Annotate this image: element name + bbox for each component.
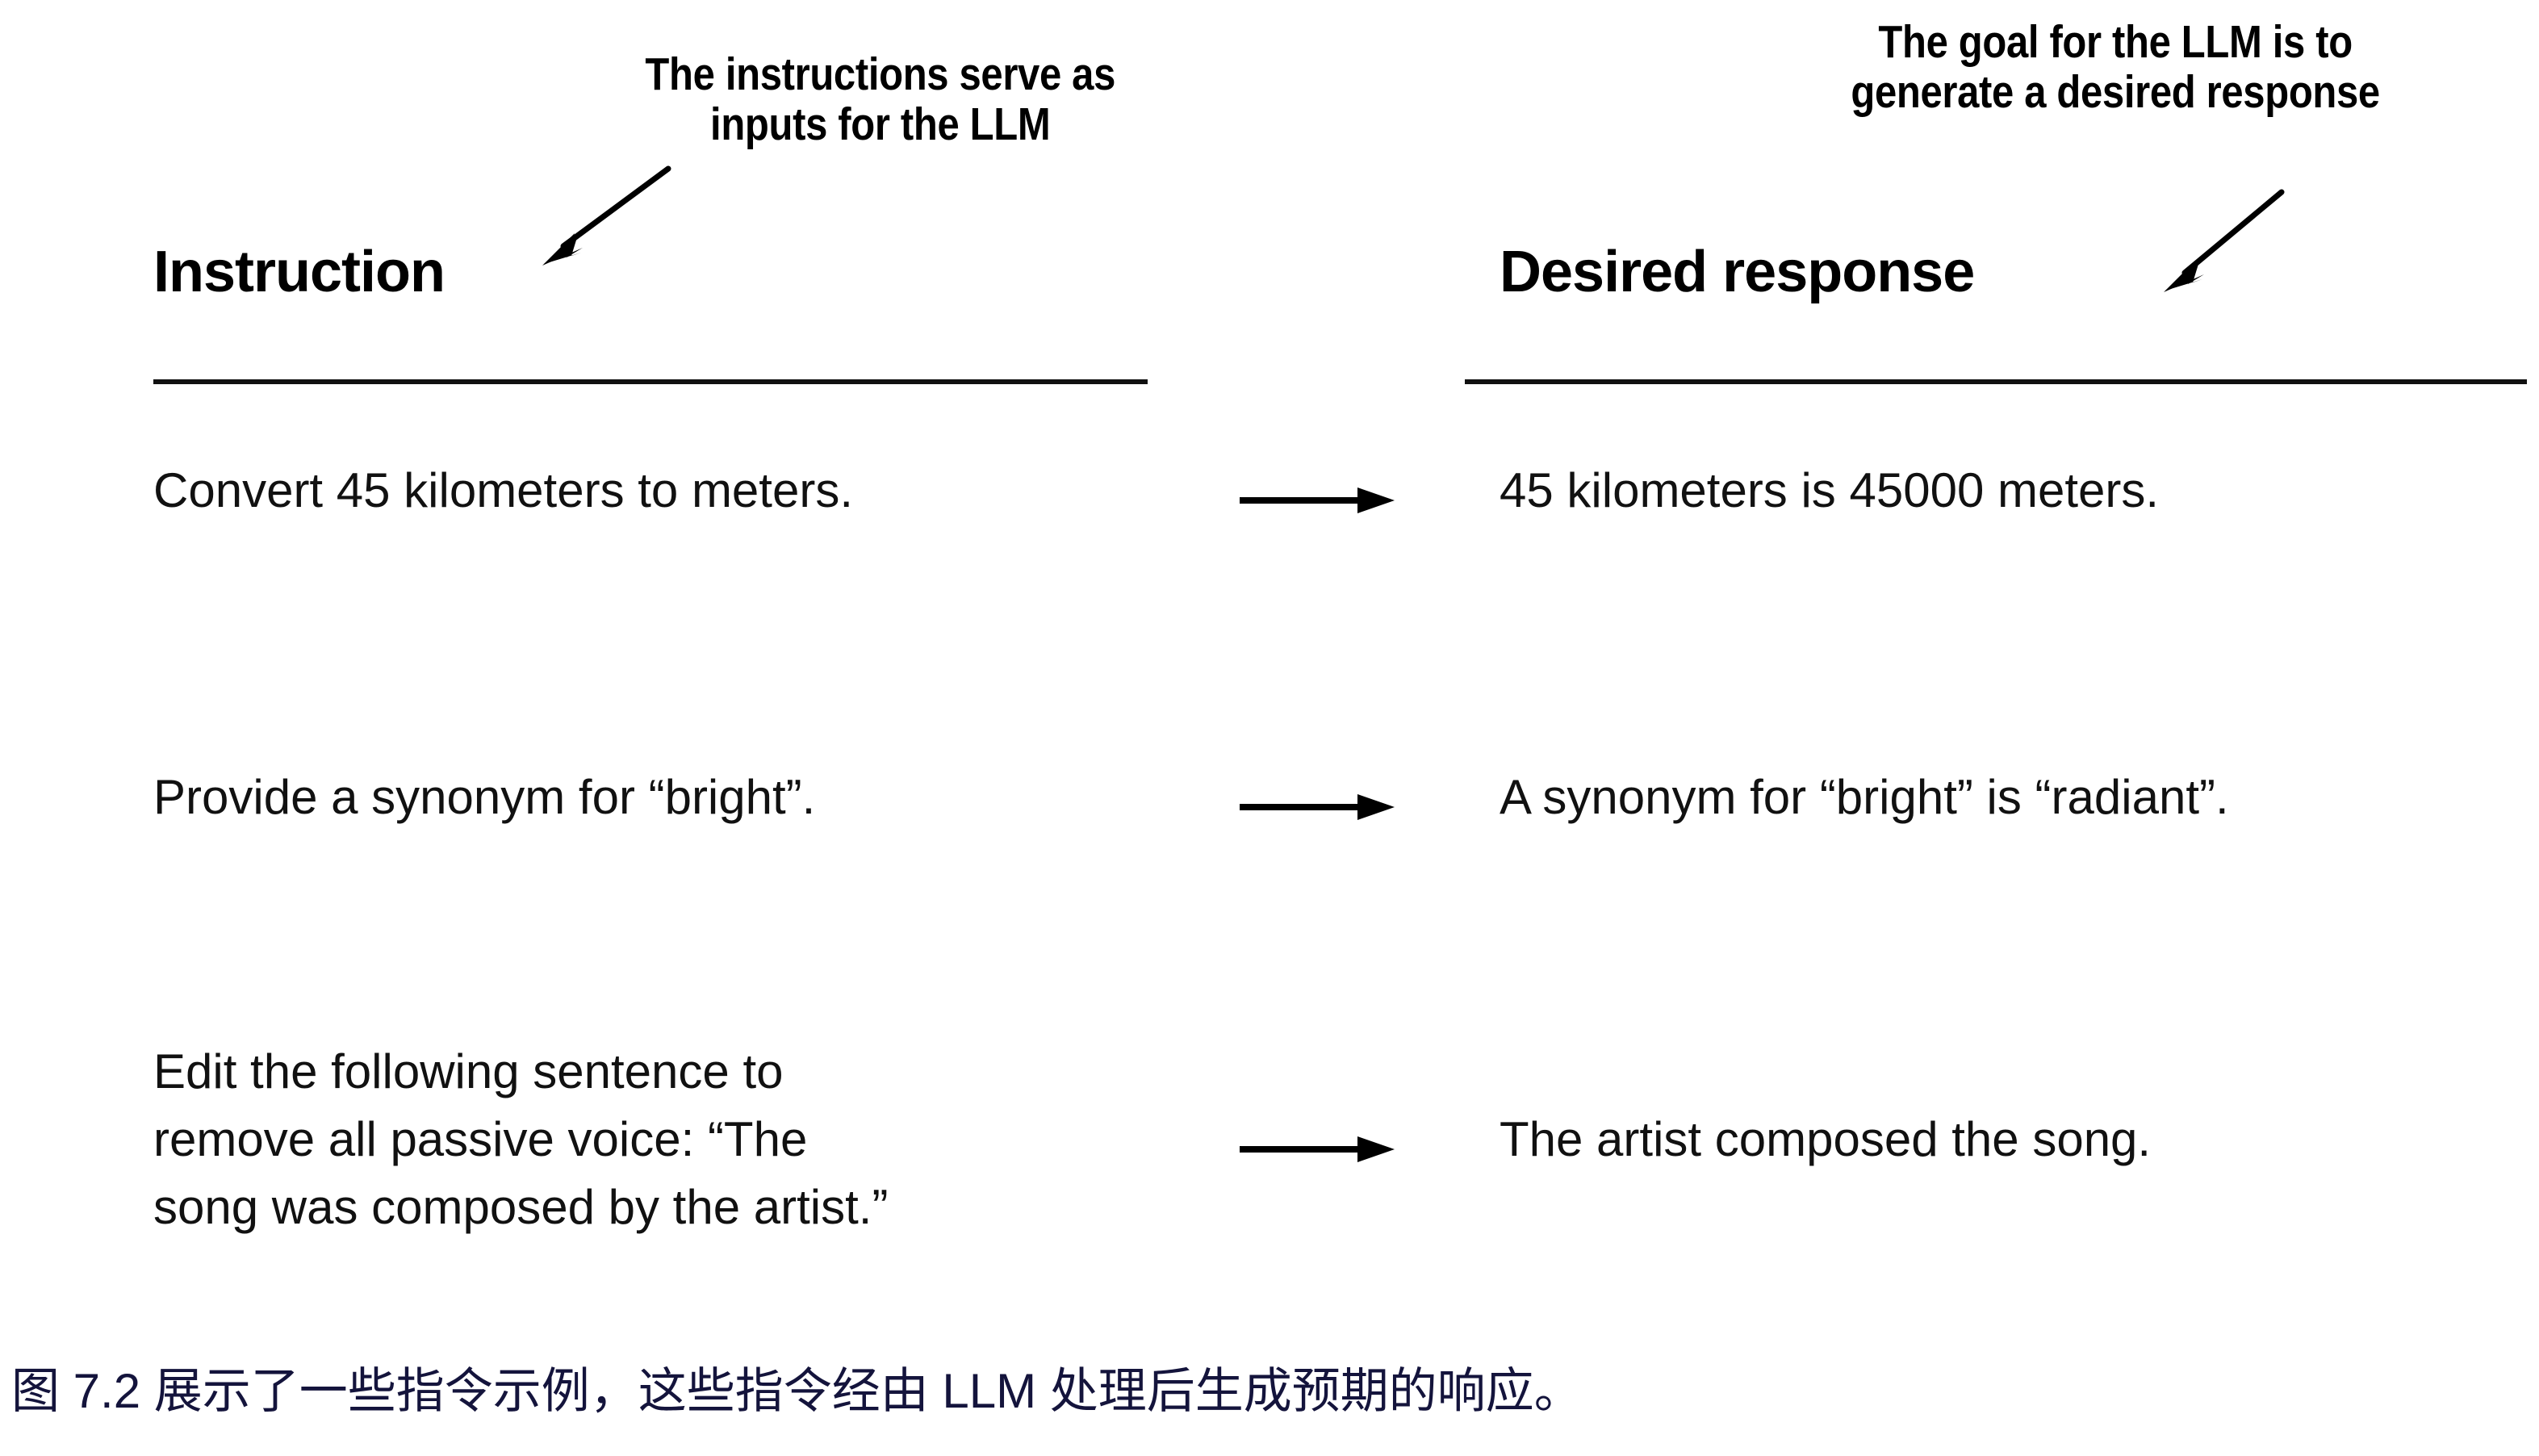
instruction-callout-line-2: inputs for the LLM [710, 98, 1051, 150]
row-arrow-right-icon [1240, 487, 1395, 513]
response-column-divider [1465, 379, 2527, 384]
instruction-cell: Edit the following sentence to remove al… [153, 1044, 889, 1234]
response-cell: 45 kilometers is 45000 meters. [1500, 463, 2160, 517]
figure-caption: 图 7.2 展示了一些指令示例，这些指令经由 LLM 处理后生成预期的响应。 [11, 1364, 1583, 1418]
instruction-cell: Provide a synonym for “bright”. [153, 770, 816, 824]
response-callout-line-1: The goal for the LLM is to [1878, 16, 2353, 68]
response-cell: A synonym for “bright” is “radiant”. [1500, 770, 2229, 824]
response-callout-line-2: generate a desired response [1851, 65, 2380, 118]
response-callout-arrow-down-left-icon [2164, 189, 2285, 292]
response-callout-text: The goal for the LLM is to generate a de… [1851, 16, 2380, 118]
column-header-instruction: Instruction [153, 240, 445, 304]
row-arrow-right-icon [1240, 1136, 1395, 1162]
instruction-column-divider [153, 379, 1148, 384]
response-cell: The artist composed the song. [1500, 1112, 2152, 1166]
instruction-callout-line-1: The instructions serve as [645, 48, 1116, 100]
instruction-callout-arrow-down-left-icon [542, 165, 671, 266]
row-arrow-right-icon [1240, 794, 1395, 820]
instruction-cell: Convert 45 kilometers to meters. [153, 463, 853, 517]
column-header-desired-response: Desired response [1500, 240, 1975, 304]
instruction-callout-text: The instructions serve as inputs for the… [645, 48, 1116, 150]
